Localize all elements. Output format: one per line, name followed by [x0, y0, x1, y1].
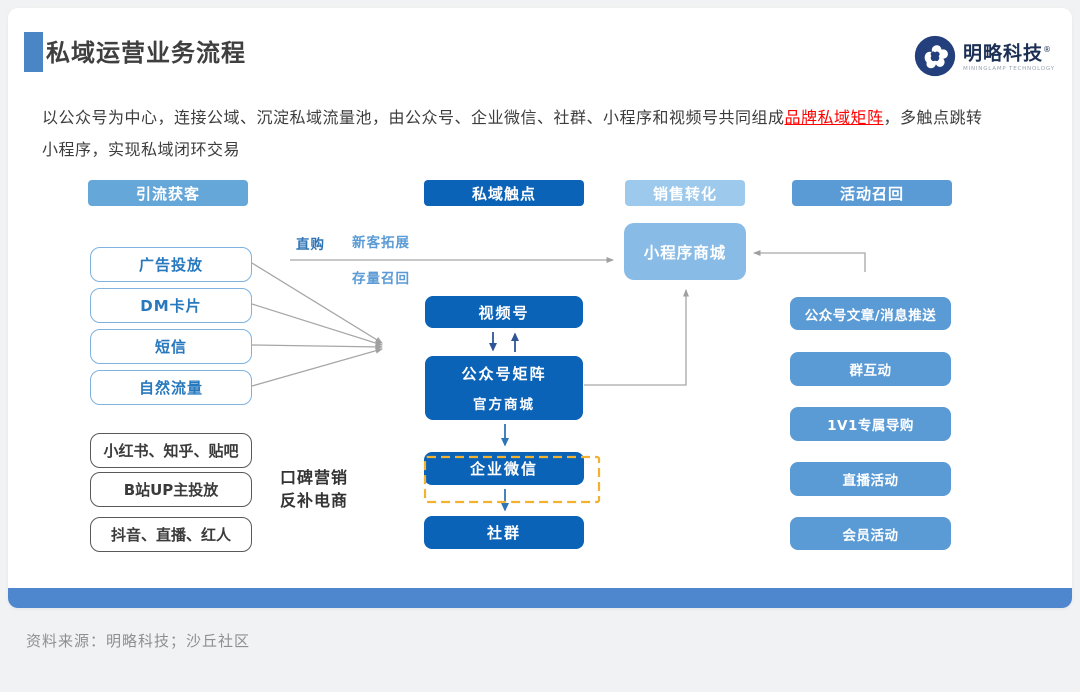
source-dm-card: DM卡片	[90, 288, 252, 323]
header-touchpoint: 私域触点	[424, 180, 584, 206]
logo-name: 明略科技®	[963, 40, 1055, 65]
footer-accent-bar	[8, 588, 1072, 608]
source-sms: 短信	[90, 329, 252, 364]
page-title: 私域运营业务流程	[46, 39, 246, 67]
source-organic-traffic: 自然流量	[90, 370, 252, 405]
mini-program-mall: 小程序商城	[624, 223, 746, 280]
company-logo: 明略科技® MININGLAMP TECHNOLOGY	[913, 34, 1055, 78]
logo-text: 明略科技® MININGLAMP TECHNOLOGY	[963, 40, 1055, 72]
touchpoint-wecom: 企业微信	[424, 452, 584, 485]
logo-name-text: 明略科技	[963, 42, 1044, 65]
registered-mark: ®	[1043, 45, 1053, 55]
source-ad-placement: 广告投放	[90, 247, 252, 282]
word-of-mouth-line1: 口碑营销	[280, 468, 349, 487]
source-xiaohongshu-zhihu-tieba: 小红书、知乎、贴吧	[90, 433, 252, 468]
header-acquisition: 引流获客	[88, 180, 248, 206]
touchpoint-community: 社群	[424, 516, 584, 549]
logo-subtitle: MININGLAMP TECHNOLOGY	[963, 65, 1055, 72]
title-accent-bar	[24, 32, 43, 72]
word-of-mouth-label: 口碑营销 反补电商	[280, 466, 348, 512]
intro-line-2: 小程序，实现私域闭环交易	[42, 140, 241, 159]
touchpoint-video-channel: 视频号	[425, 296, 583, 328]
recall-1v1-guide: 1V1专属导购	[790, 407, 951, 441]
recall-article-push: 公众号文章/消息推送	[790, 297, 951, 330]
label-direct-buy: 直购	[296, 237, 325, 253]
source-douyin-live-kol: 抖音、直播、红人	[90, 517, 252, 552]
official-account-matrix-label: 公众号矩阵	[461, 365, 547, 383]
source-note: 资料来源：明略科技；沙丘社区	[26, 632, 251, 650]
intro-highlight: 品牌私域矩阵	[784, 108, 884, 127]
official-store-label: 官方商城	[473, 397, 535, 413]
intro-line1-after: ，多触点跳转	[883, 108, 983, 127]
label-new-customer: 新客拓展	[352, 235, 410, 251]
label-stock-recall: 存量召回	[352, 271, 410, 287]
touchpoint-official-account-matrix: 公众号矩阵 官方商城	[425, 356, 583, 420]
word-of-mouth-line2: 反补电商	[280, 491, 349, 510]
recall-group-interaction: 群互动	[790, 352, 951, 386]
source-bilibili-up: B站UP主投放	[90, 472, 252, 507]
mininglamp-logo-icon	[914, 35, 956, 77]
header-recall: 活动召回	[792, 180, 952, 206]
recall-member-activity: 会员活动	[790, 517, 951, 550]
header-conversion: 销售转化	[625, 180, 745, 206]
recall-live-activity: 直播活动	[790, 462, 951, 496]
intro-text: 以公众号为中心，连接公域、沉淀私域流量池，由公众号、企业微信、社群、小程序和视频…	[42, 102, 1032, 166]
intro-line1-before: 以公众号为中心，连接公域、沉淀私域流量池，由公众号、企业微信、社群、小程序和视频…	[42, 108, 785, 127]
intro-line-1: 以公众号为中心，连接公域、沉淀私域流量池，由公众号、企业微信、社群、小程序和视频…	[42, 102, 1032, 134]
